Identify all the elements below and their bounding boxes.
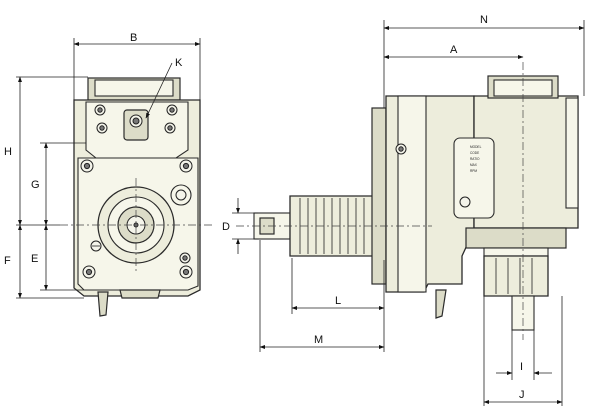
front-key-hole-core: [132, 117, 140, 125]
side-body-front-face: [397, 95, 427, 293]
dim-B-label: B: [130, 32, 137, 44]
svg-text:RPM: RPM: [470, 169, 477, 173]
dim-M-label: M: [314, 334, 323, 346]
front-view: [60, 77, 214, 317]
side-view: MODEL CODE RATIO MAX RPM: [236, 62, 579, 340]
dim-H-label: H: [4, 146, 12, 158]
dim-L-label: L: [335, 295, 341, 307]
front-bottom-foot: [119, 289, 161, 299]
side-collet-nut: [483, 255, 549, 297]
dim-D-label: D: [222, 221, 230, 233]
front-bottom-nozzle: [97, 291, 109, 317]
svg-text:MODEL: MODEL: [470, 145, 482, 149]
dim-K-label: K: [175, 57, 183, 69]
svg-text:CODE: CODE: [470, 151, 479, 155]
svg-text:MAX: MAX: [470, 163, 478, 167]
front-bolts: [80, 104, 193, 279]
dim-K-leader: [145, 62, 173, 119]
side-collet-ring: [483, 247, 549, 257]
side-flange: [371, 107, 387, 285]
side-lower-holder: [465, 227, 567, 249]
dimensions: B K H G F E D L M: [4, 14, 585, 406]
svg-text:RATIO: RATIO: [470, 157, 480, 161]
side-head-face: [565, 97, 579, 209]
dim-G-label: G: [31, 179, 40, 191]
front-top-clamp-face: [94, 79, 174, 97]
side-coolant-nozzle: [435, 289, 447, 319]
dim-F-label: F: [4, 255, 11, 267]
side-label-plate: MODEL CODE RATIO MAX RPM: [453, 137, 495, 219]
dim-E-label: E: [31, 253, 38, 265]
front-coolant-port-inner: [175, 189, 187, 201]
dim-I-label: I: [520, 361, 523, 373]
side-collet-nut-flutes: [495, 258, 533, 294]
dim-J-label: J: [519, 389, 525, 401]
dim-A-label: A: [450, 44, 458, 56]
dim-N-label: N: [480, 14, 488, 26]
